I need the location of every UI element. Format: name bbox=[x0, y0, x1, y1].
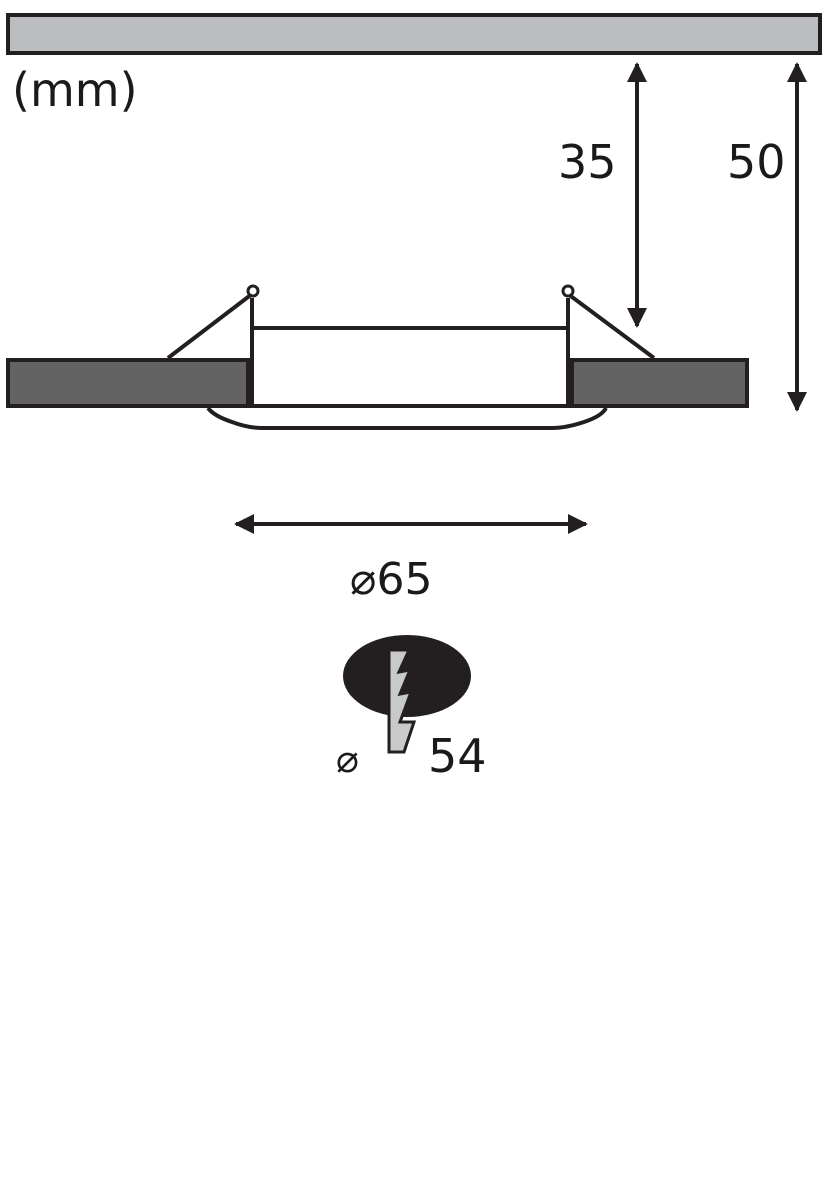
depth-dimension-label: 35 bbox=[558, 135, 617, 189]
fixture-housing bbox=[166, 292, 656, 430]
unit-label: (mm) bbox=[12, 63, 138, 117]
diameter-dimension-label: ⌀65 bbox=[350, 554, 432, 605]
ceiling-panel-left bbox=[6, 358, 250, 408]
cutout-diameter-label: 54 bbox=[428, 729, 487, 783]
height-dimension-label: 50 bbox=[727, 135, 786, 189]
ceiling-slab bbox=[6, 13, 822, 55]
spring-clip-pivot-right bbox=[561, 284, 575, 298]
cutout-hole-icon bbox=[343, 635, 471, 754]
ceiling-panel-right bbox=[570, 358, 749, 408]
spring-clip-pivot-left bbox=[246, 284, 260, 298]
cutout-diameter-symbol: ⌀ bbox=[336, 737, 359, 781]
